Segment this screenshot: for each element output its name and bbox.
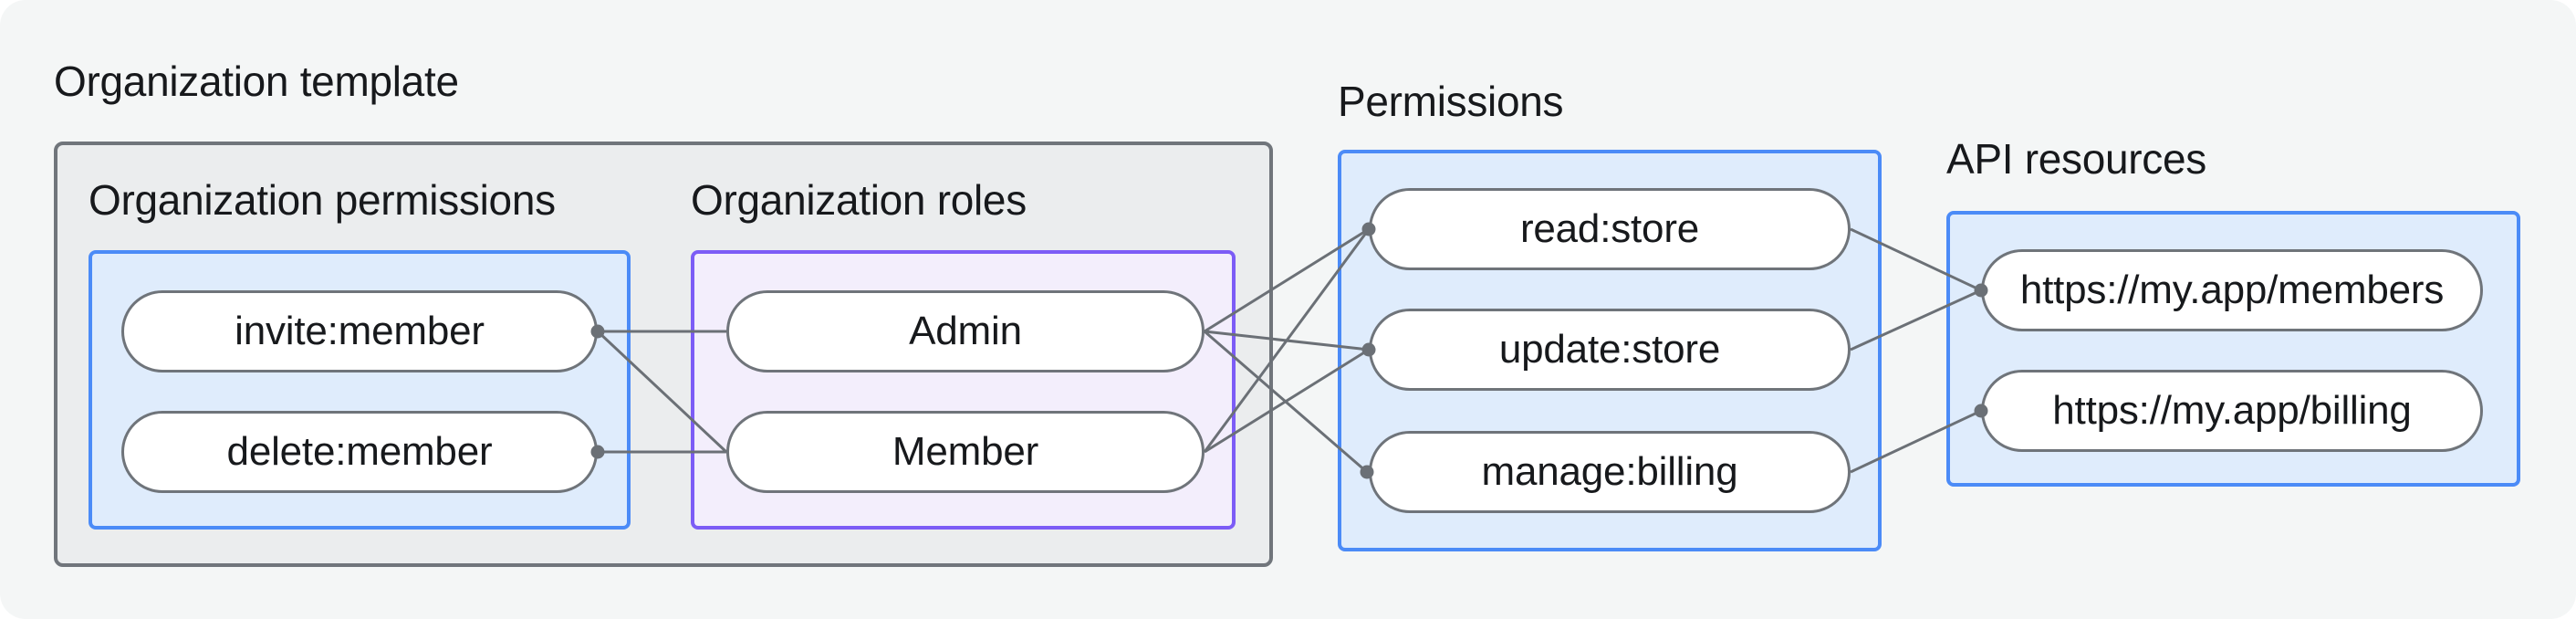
node-invite-member: invite:member — [121, 290, 598, 372]
org-permissions-title: Organization permissions — [89, 176, 556, 224]
org-roles-title: Organization roles — [691, 176, 1027, 224]
node-update-store: update:store — [1369, 309, 1851, 391]
node-read-store: read:store — [1369, 188, 1851, 270]
permissions-title: Permissions — [1338, 78, 1564, 125]
api-resources-title: API resources — [1946, 135, 2206, 183]
node-delete-member: delete:member — [121, 411, 598, 493]
node-api-billing: https://my.app/billing — [1981, 370, 2483, 452]
node-manage-billing: manage:billing — [1369, 431, 1851, 513]
org-template-title: Organization template — [54, 58, 459, 105]
node-member: Member — [726, 411, 1205, 493]
node-api-members: https://my.app/members — [1981, 249, 2483, 331]
node-admin: Admin — [726, 290, 1205, 372]
